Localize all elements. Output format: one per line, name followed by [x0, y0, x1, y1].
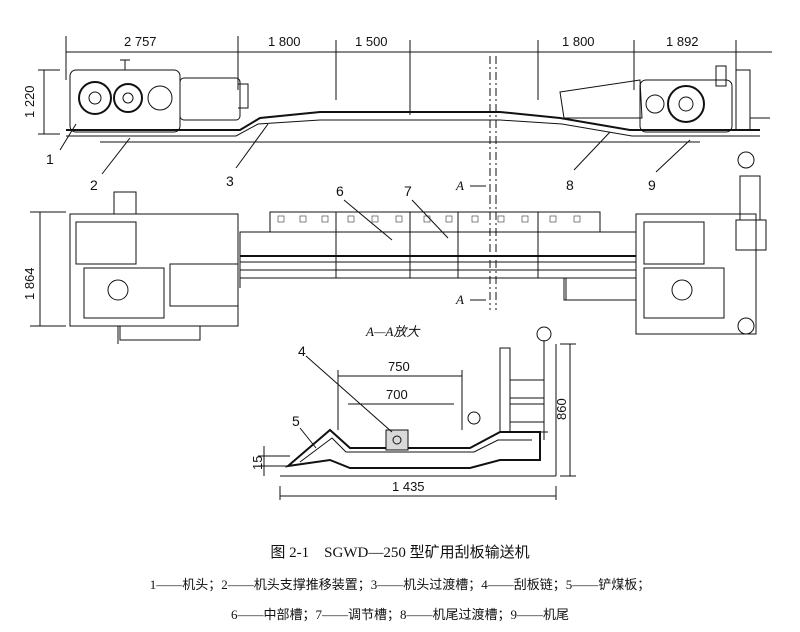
callout-9: 9 — [648, 177, 656, 193]
section-marker-bottom: A — [455, 292, 464, 307]
callout-4: 4 — [298, 343, 306, 359]
figure-title: 图 2-1 SGWD—250 型矿用刮板输送机 — [270, 545, 530, 561]
callout-1: 1 — [46, 151, 54, 167]
callout-8: 8 — [566, 177, 574, 193]
dim-tail-length: 1 892 — [666, 34, 699, 49]
dim-15: 15 — [250, 456, 265, 470]
dim-1435: 1 435 — [392, 479, 425, 494]
dim-segment: 1 500 — [355, 34, 388, 49]
elevation-view: 2 757 1 800 1 500 1 800 1 892 1 220 — [22, 34, 772, 196]
dim-height-1220: 1 220 — [22, 85, 37, 118]
callout-5: 5 — [292, 413, 300, 429]
plan-view: 1 864 — [22, 151, 767, 344]
dim-head-transition: 1 800 — [268, 34, 301, 49]
callout-3: 3 — [226, 173, 234, 189]
dim-860: 860 — [554, 398, 569, 420]
section-title: A—A放大 — [365, 324, 421, 339]
callout-2: 2 — [90, 177, 98, 193]
dim-tail-transition: 1 800 — [562, 34, 595, 49]
section-marker-top: A — [455, 178, 464, 193]
legend-line-1: 1——机头；2——机头支撑推移装置；3——机头过渡槽；4——刮板链；5——铲煤板… — [149, 577, 651, 592]
dim-width-1864: 1 864 — [22, 267, 37, 300]
dim-750: 750 — [388, 359, 410, 374]
callout-7: 7 — [404, 183, 412, 199]
callout-6: 6 — [336, 183, 344, 199]
legend-line-2: 6——中部槽；7——调节槽；8——机尾过渡槽；9——机尾 — [230, 607, 569, 622]
section-view: A—A放大 750 700 1 435 860 15 — [250, 324, 576, 500]
dim-700: 700 — [386, 387, 408, 402]
dim-head-length: 2 757 — [124, 34, 157, 49]
